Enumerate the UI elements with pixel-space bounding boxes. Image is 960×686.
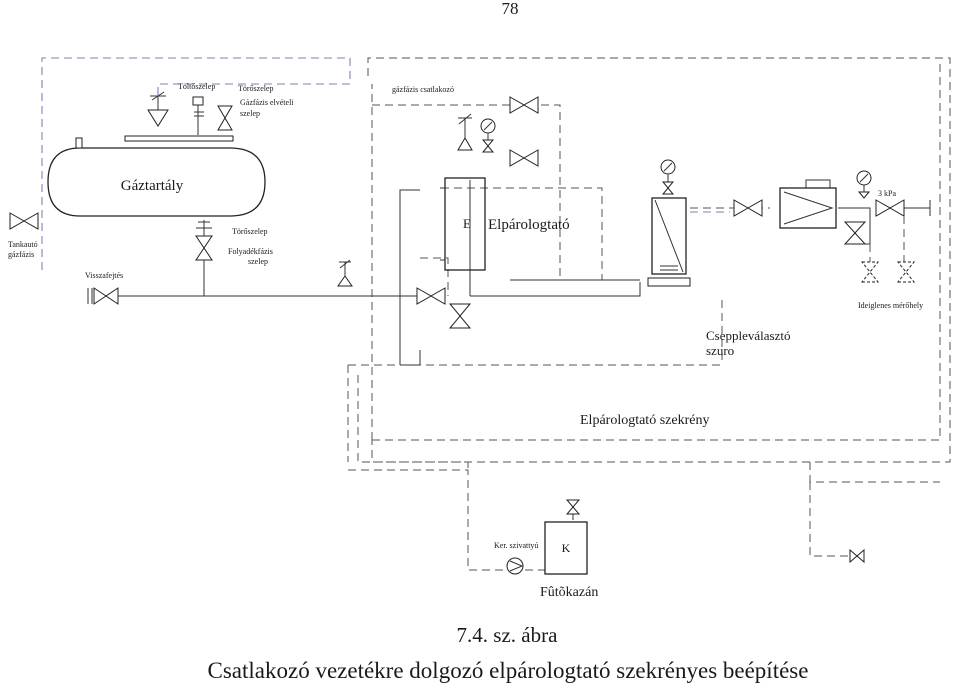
- regulator-drain-valve-icon: [843, 221, 867, 245]
- label-torokszelep-mid: Törőszelep: [232, 227, 268, 236]
- evaporator-drain-valve-icon: [448, 303, 472, 329]
- caption-title: Csatlakozó vezetékre dolgozó elpárologta…: [208, 658, 809, 683]
- label-torokszelep-top: Törőszelep: [238, 84, 274, 93]
- measuring-point-valves-icon: [860, 216, 916, 283]
- label-csepp2: szuro: [706, 343, 734, 358]
- label-elparologtato: Elpárologtató: [488, 217, 570, 233]
- label-visszafejtes: Visszafejtés: [85, 271, 123, 280]
- evaporator: E Elpárologtató: [440, 177, 570, 271]
- caption-number: 7.4. sz. ábra: [457, 623, 559, 647]
- label-szelep-top: szelep: [240, 109, 260, 118]
- label-toltoszelep: Töltőszelep: [178, 82, 215, 91]
- label-futokazan: Fûtõkazán: [540, 585, 598, 600]
- gas-tank: Gáztartály: [47, 135, 266, 217]
- label-folyadekfazis: Folyadékfázis: [228, 247, 273, 256]
- filling-valve-icon: [147, 91, 169, 127]
- tanker-valve-icon: [9, 212, 39, 230]
- label-3kpa: 3 kPa: [878, 189, 896, 198]
- separator-gauge-icon: [660, 159, 676, 195]
- boiler: K Fûtõkazán: [540, 521, 598, 600]
- process-lines: [118, 102, 931, 520]
- outlet-valve-icon: [733, 199, 763, 217]
- label-szekreny: Elpárologtató szekrény: [580, 413, 709, 428]
- evaporator-gauge-icon: [480, 118, 496, 153]
- label-ker: Ker. szivattyú: [494, 541, 538, 550]
- boiler-valve-icon: [565, 499, 581, 515]
- label-csepp1: Cseppleválasztó: [706, 328, 790, 343]
- label-ideiglenes: Ideiglenes mérőhely: [858, 301, 923, 310]
- circulation-pump-icon: [506, 557, 524, 575]
- pressure-gauge-icon: [856, 170, 872, 199]
- lower-right-valve-icon: [849, 548, 865, 564]
- label-gazfazis-elveteli: Gázfázis elvételi: [240, 98, 294, 107]
- relief-valve-icon: [337, 259, 353, 287]
- boiler-k-mark: K: [562, 541, 571, 555]
- liquid-phase-valve-icon: [195, 221, 213, 261]
- final-valve-icon: [875, 199, 905, 217]
- droplet-separator: [647, 197, 691, 287]
- page-number: 78: [502, 0, 519, 18]
- label-szelep-mid: szelep: [248, 257, 268, 266]
- evaporator-e-mark: E: [463, 216, 471, 231]
- dashed-lines: [41, 57, 951, 571]
- label-gazfazis-csatlakozo: gázfázis csatlakozó: [392, 85, 454, 94]
- gas-phase-valve-icon: [217, 105, 233, 131]
- label-gazfazis-left: gázfázis: [8, 250, 34, 259]
- break-valve-icon: [192, 96, 204, 117]
- return-valve-icon: [87, 287, 119, 305]
- regulator-icon: [779, 179, 837, 229]
- gas-bypass-valve-icon: [509, 149, 539, 167]
- gas-connector-valve-icon: [509, 96, 539, 114]
- tank-label: Gáztartály: [121, 178, 184, 194]
- label-tankauto: Tankautó: [8, 240, 38, 249]
- evaporator-relief-icon: [457, 113, 473, 151]
- evaporator-valve-icon: [416, 287, 446, 305]
